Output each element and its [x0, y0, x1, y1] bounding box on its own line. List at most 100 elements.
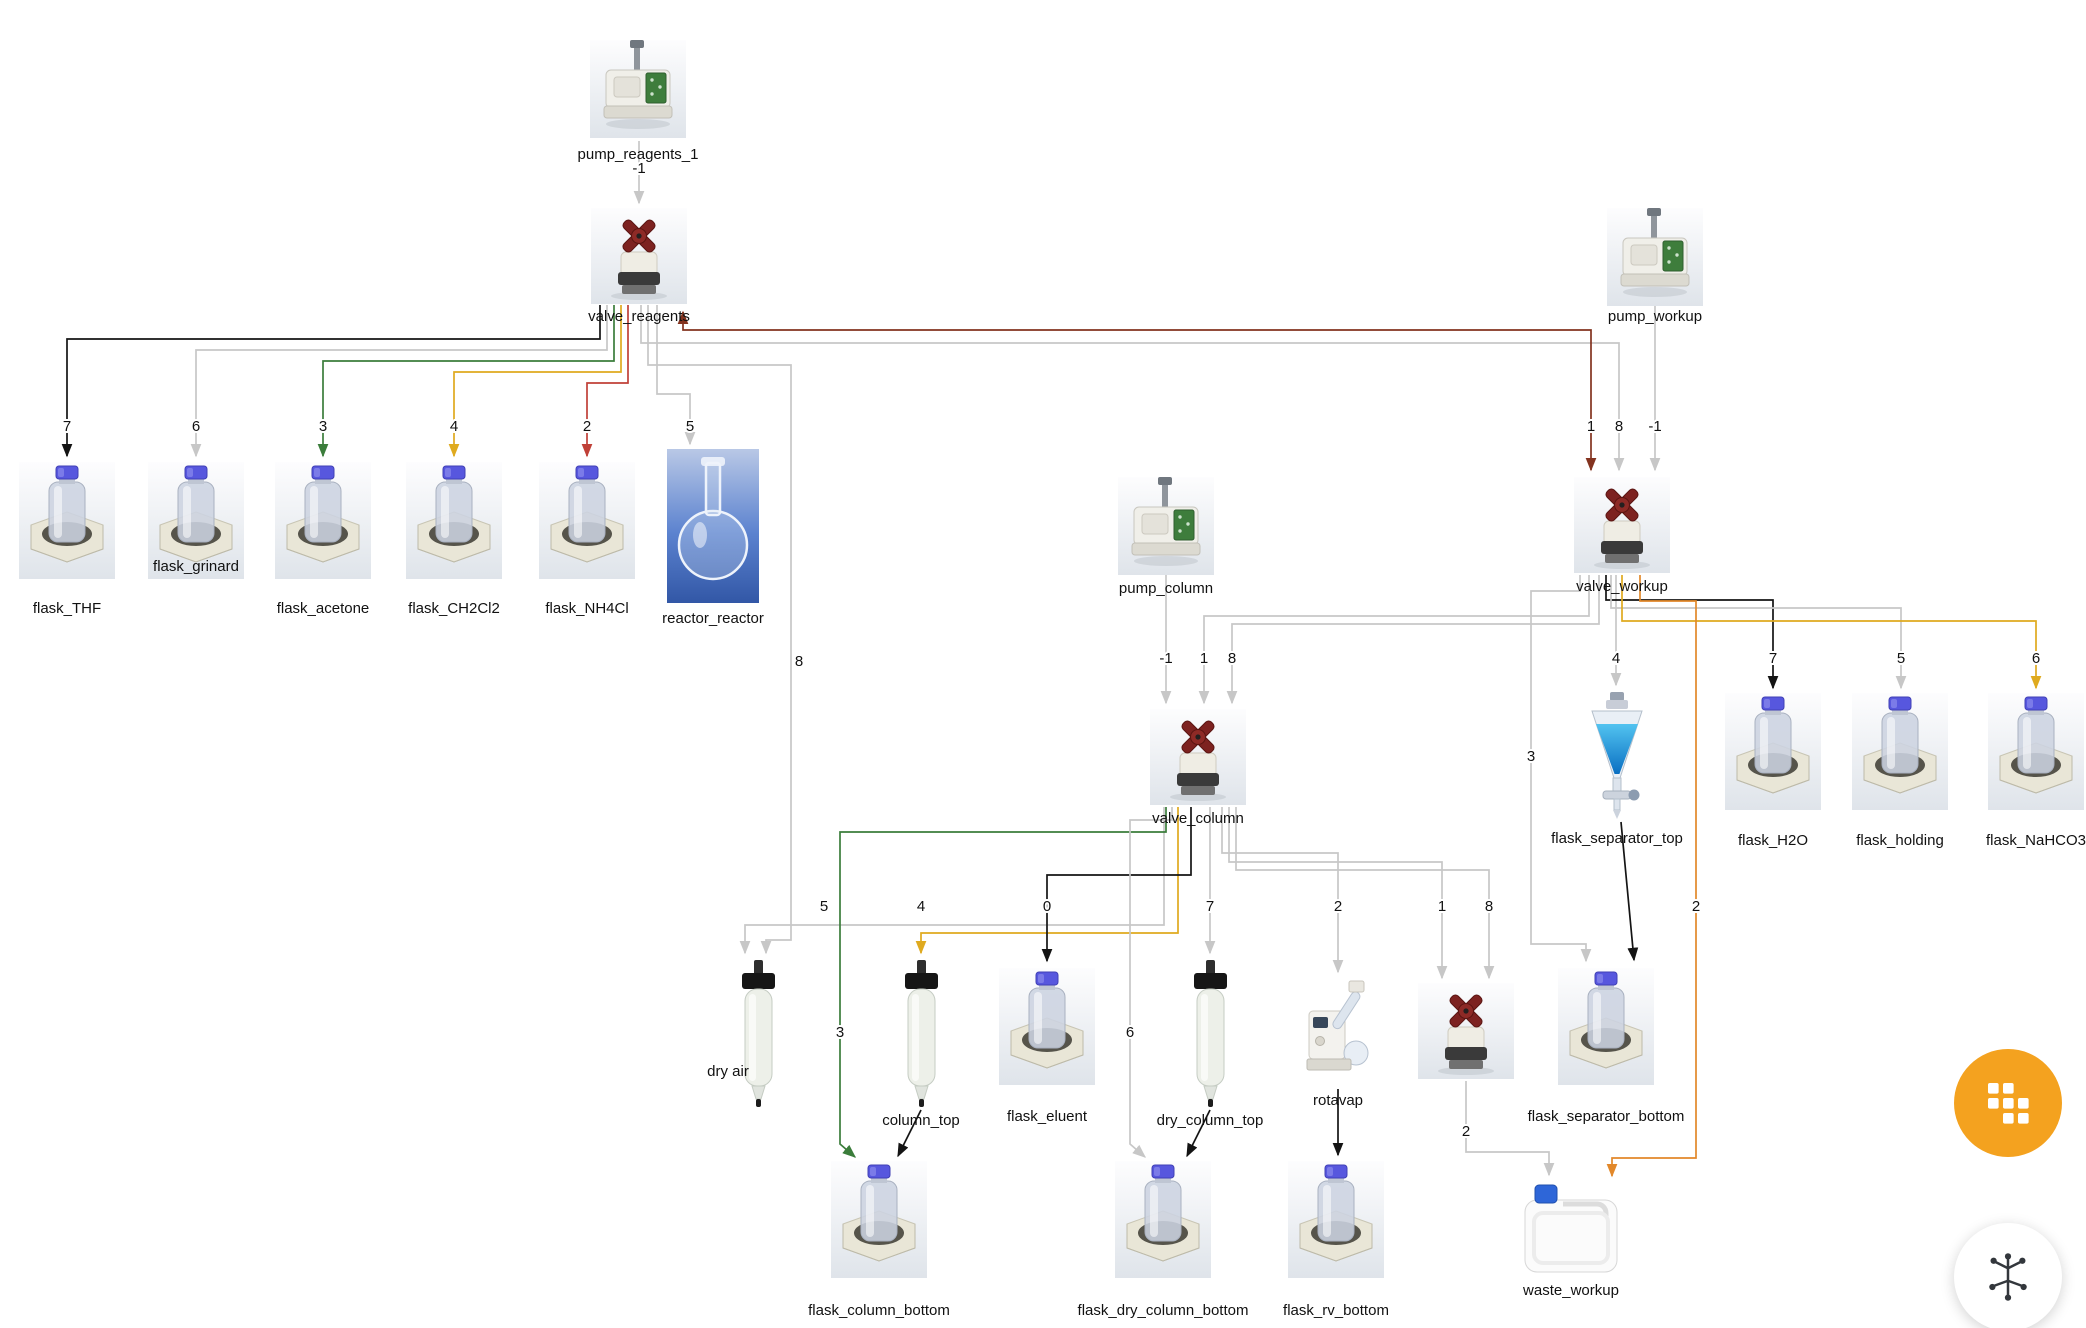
flask-bottle-icon	[999, 968, 1095, 1085]
node-valve_workup[interactable]	[1574, 477, 1670, 573]
node-label: pump_reagents_1	[577, 146, 699, 163]
edge-valve_workup-flask_holding	[1610, 575, 1907, 690]
node-label: flask_grinard	[153, 558, 239, 575]
node-label: flask_dry_column_bottom	[1077, 1302, 1249, 1319]
node-rotavap[interactable]	[1306, 979, 1370, 1087]
node-valve_separator[interactable]	[1418, 983, 1514, 1079]
flask-bottle-icon	[539, 462, 635, 579]
edge-label: 5	[1897, 650, 1905, 667]
node-label: reactor_reactor	[662, 610, 764, 627]
flask-bottle-icon	[1115, 1161, 1211, 1278]
node-flask_THF[interactable]	[19, 462, 115, 579]
node-pump_column[interactable]	[1118, 477, 1214, 575]
flask-bottle-icon	[831, 1161, 927, 1278]
edge-label: 3	[319, 418, 327, 435]
node-pump_reagents_1[interactable]	[590, 40, 686, 138]
flask-bottle-icon	[406, 462, 502, 579]
edge-label: -1	[1648, 418, 1661, 435]
node-flask_separator_bottom[interactable]	[1558, 968, 1654, 1085]
flask-bottle-icon	[148, 462, 244, 579]
node-valve_column[interactable]	[1150, 709, 1246, 805]
flask-bottle-icon	[1558, 968, 1654, 1085]
node-flask_H2O[interactable]	[1725, 693, 1821, 810]
valve-icon	[591, 208, 687, 304]
edge-valve_column-flask_column_bottom	[839, 807, 1167, 1158]
edge-label: 8	[1615, 418, 1623, 435]
edge-valve_separator-waste_workup	[1465, 1081, 1555, 1177]
node-flask_acetone[interactable]	[275, 462, 371, 579]
node-flask_dry_column_bottom[interactable]	[1115, 1161, 1211, 1278]
edge-label: 7	[1206, 898, 1214, 915]
brain-fab-button[interactable]	[1954, 1223, 2062, 1328]
node-label: flask_acetone	[276, 600, 370, 617]
node-label: flask_column_bottom	[808, 1302, 950, 1319]
node-flask_grinard[interactable]	[148, 462, 244, 579]
edge-label: 2	[583, 418, 591, 435]
edge-label: 7	[1769, 650, 1777, 667]
flask-bottle-icon	[1288, 1161, 1384, 1278]
node-label: flask_separator_top	[1551, 830, 1683, 847]
flask-bottle-icon	[275, 462, 371, 579]
node-label: rotavap	[1312, 1092, 1364, 1109]
node-dry_air[interactable]	[732, 958, 784, 1108]
node-label: flask_THF	[32, 600, 102, 617]
edge-label: 5	[820, 898, 828, 915]
node-valve_reagents[interactable]	[591, 208, 687, 304]
edge-valve_reagents-flask_grinard	[190, 305, 608, 458]
flask-bottle-icon	[19, 462, 115, 579]
edge-valve_column-valve_separator	[1235, 807, 1495, 980]
rotavap-icon	[1306, 979, 1370, 1087]
edge-label: 6	[192, 418, 200, 435]
node-dry_column_top[interactable]	[1184, 958, 1236, 1108]
edge-valve_workup-flask_NaHCO3	[1621, 575, 2042, 690]
edge-valve_reagents-flask_acetone	[317, 305, 615, 458]
node-reactor_reactor[interactable]	[667, 449, 759, 603]
edge-label: 7	[63, 418, 71, 435]
node-label: pump_column	[1118, 580, 1214, 597]
pump-icon	[590, 40, 686, 138]
node-label: pump_workup	[1607, 308, 1703, 325]
edge-label: 3	[836, 1024, 844, 1041]
edge-label: 3	[1527, 748, 1535, 765]
edge-label: 6	[1126, 1024, 1134, 1041]
column-icon	[895, 958, 947, 1108]
node-flask_CH2Cl2[interactable]	[406, 462, 502, 579]
node-label: flask_holding	[1856, 832, 1944, 849]
node-pump_workup[interactable]	[1607, 208, 1703, 306]
node-flask_NaHCO3[interactable]	[1988, 693, 2084, 810]
edge-valve_workup-valve_column	[1226, 575, 1600, 705]
edge-label: 2	[1334, 898, 1342, 915]
edge-label: -1	[632, 160, 645, 177]
node-flask_separator_top[interactable]	[1570, 690, 1664, 820]
node-flask_column_bottom[interactable]	[831, 1161, 927, 1278]
edge-column_top-flask_column_bottom	[897, 1109, 922, 1158]
valve-icon	[1418, 983, 1514, 1079]
edge-label: 2	[1692, 898, 1700, 915]
node-label: flask_CH2Cl2	[408, 600, 500, 617]
pump-icon	[1118, 477, 1214, 575]
edge-label: 5	[686, 418, 694, 435]
pump-icon	[1607, 208, 1703, 306]
node-label: flask_NH4Cl	[545, 600, 629, 617]
node-label: flask_eluent	[1006, 1108, 1088, 1125]
valve-icon	[1150, 709, 1246, 805]
node-flask_rv_bottom[interactable]	[1288, 1161, 1384, 1278]
column-icon	[1184, 958, 1236, 1108]
node-flask_holding[interactable]	[1852, 693, 1948, 810]
edge-valve_column-flask_eluent	[1041, 807, 1192, 963]
node-column_top[interactable]	[895, 958, 947, 1108]
edge-valve_column-column_top	[915, 807, 1179, 955]
apps-fab-button[interactable]	[1954, 1049, 2062, 1157]
node-label: dry air	[707, 1063, 749, 1080]
edge-label: 2	[1462, 1123, 1470, 1140]
edge-valve_reagents-flask_CH2Cl2	[448, 305, 622, 458]
node-label: waste_workup	[1523, 1282, 1619, 1299]
node-label: valve_workup	[1576, 578, 1668, 595]
waste-can-icon	[1519, 1180, 1623, 1275]
node-flask_eluent[interactable]	[999, 968, 1095, 1085]
node-waste_workup[interactable]	[1519, 1180, 1623, 1275]
edge-valve_workup-valve_reagents	[677, 310, 1597, 472]
flask-bottle-icon	[1725, 693, 1821, 810]
edge-valve_reagents-dry_air	[647, 305, 792, 955]
node-flask_NH4Cl[interactable]	[539, 462, 635, 579]
